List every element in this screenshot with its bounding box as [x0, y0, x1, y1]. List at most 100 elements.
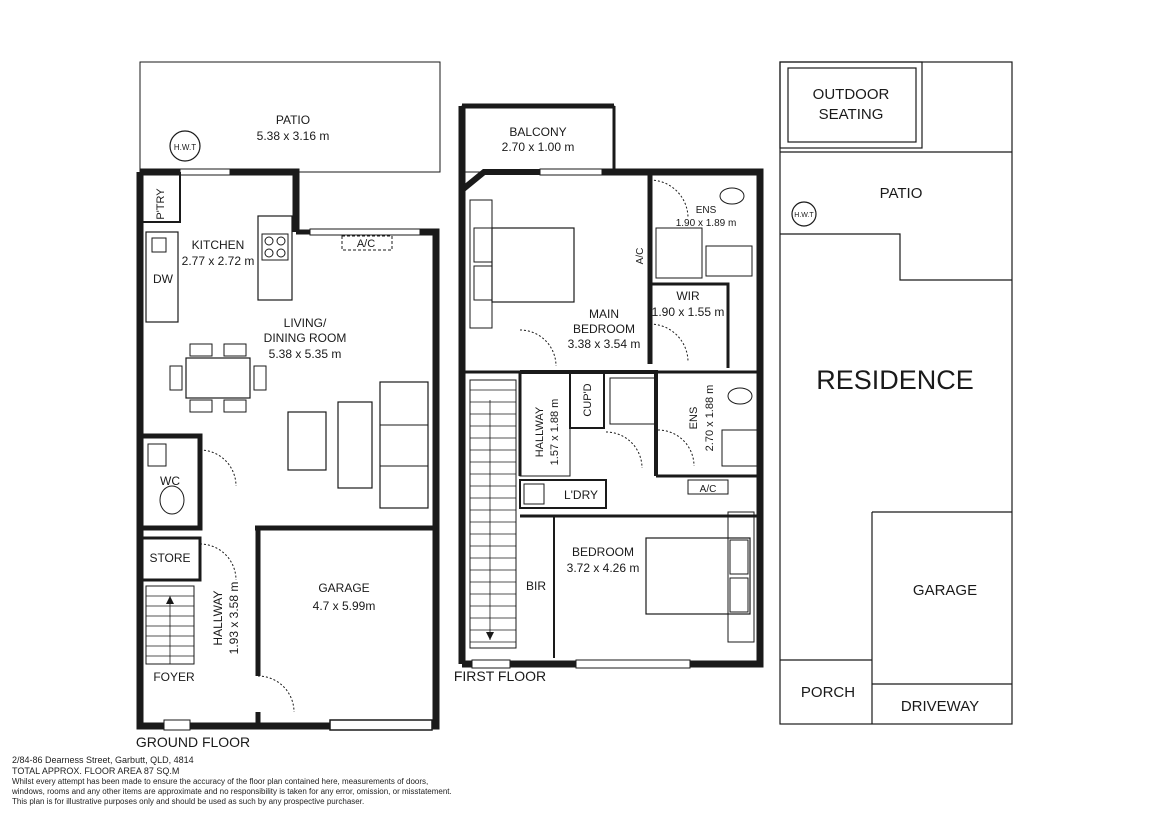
garage-door-swing: [257, 675, 295, 713]
living-label-1: LIVING/: [284, 316, 327, 330]
garage-label: GARAGE: [318, 581, 369, 595]
chair: [223, 399, 247, 413]
patio-size: 5.38 x 3.16 m: [257, 129, 330, 143]
site-garage-label: GARAGE: [913, 582, 977, 599]
disclaimer-line-1: Whilst every attempt has been made to en…: [12, 777, 429, 786]
front-door: [163, 719, 191, 731]
cupd-label: CUP'D: [582, 383, 594, 416]
patio-window: [179, 168, 231, 176]
ens2-size: 2.70 x 1.88 m: [704, 385, 716, 452]
burner: [276, 236, 286, 246]
ground-wall-left: [136, 172, 164, 730]
ac-unit: [341, 235, 393, 251]
bedroom-label: BEDROOM: [572, 545, 634, 559]
chair: [189, 343, 213, 357]
store-wall: [140, 536, 202, 582]
kitchen-size: 2.77 x 2.72 m: [182, 254, 255, 268]
cooktop: [261, 233, 289, 261]
wc-label: WC: [160, 474, 180, 488]
first-wall-top-left: [460, 169, 540, 193]
first-hallway-label: HALLWAY: [534, 406, 546, 457]
chair: [189, 399, 213, 413]
wir-wall: [650, 282, 730, 368]
burner: [264, 248, 274, 258]
ens2-label: ENS: [688, 407, 700, 430]
site-outdoor-label-1: OUTDOOR: [813, 86, 890, 103]
bedside: [727, 511, 755, 643]
toilet: [159, 485, 185, 515]
ens1-size: 1.90 x 1.89 m: [676, 218, 737, 229]
patio-boundary: [780, 233, 1012, 281]
coffee-table: [337, 401, 373, 489]
chair: [223, 343, 247, 357]
bedroom-window: [575, 659, 691, 669]
site-hwt-circle: [791, 201, 817, 227]
hwt-circle: [169, 130, 201, 162]
toilet: [727, 387, 753, 405]
balcony-size: 2.70 x 1.00 m: [502, 140, 575, 154]
kitchen-sink: [151, 237, 167, 253]
first-wall-outer: [602, 168, 764, 668]
site-porch-label: PORCH: [801, 684, 855, 701]
store-door-swing: [199, 543, 237, 581]
floor-area-text: TOTAL APPROX. FLOOR AREA 87 SQ.M: [12, 766, 180, 776]
foyer-label: FOYER: [153, 670, 195, 684]
ldry-label: L'DRY: [564, 488, 598, 502]
disclaimer-line-2: windows, rooms and any other items are a…: [12, 787, 452, 796]
wir-door-swing: [649, 323, 689, 363]
outdoor-seating-inner: [787, 67, 917, 143]
site-outdoor-label-2: SEATING: [819, 106, 884, 123]
living-label-2: DINING ROOM: [264, 331, 347, 345]
address-text: 2/84-86 Dearness Street, Garbutt, QLD, 4…: [12, 755, 194, 765]
disclaimer-line-3: This plan is for illustrative purposes o…: [12, 797, 365, 806]
main-bedroom-label-2: BEDROOM: [573, 322, 635, 336]
garage-wall-right: [432, 528, 440, 730]
armchair: [287, 411, 327, 471]
pantry-label: P'TRY: [155, 188, 167, 220]
vanity: [705, 245, 753, 277]
site-driveway-label: DRIVEWAY: [901, 698, 979, 715]
first-stairs: [469, 379, 517, 649]
wc-basin: [147, 443, 167, 467]
bedside: [469, 199, 493, 329]
ground-wall-top-mid: [230, 168, 300, 232]
main-bedroom-size: 3.38 x 3.54 m: [568, 337, 641, 351]
vanity: [721, 429, 759, 467]
ground-floor-plan: [136, 61, 441, 731]
shower: [655, 227, 703, 279]
ground-wall-right: [420, 228, 440, 528]
site-hwt-label: H.W.T: [794, 212, 814, 219]
hallway-label: HALLWAY: [211, 590, 225, 645]
ground-floor-title: GROUND FLOOR: [136, 734, 250, 750]
balcony-outline: [461, 105, 615, 173]
ens1-label: ENS: [696, 205, 717, 216]
wc-door-swing: [199, 449, 237, 487]
ac-label: A/C: [357, 238, 375, 250]
wir-label: WIR: [676, 289, 700, 303]
ldry: [519, 479, 607, 509]
chair: [169, 365, 183, 391]
ens1-door-swing: [649, 179, 689, 219]
site-residence-label: RESIDENCE: [816, 365, 974, 395]
outdoor-seating-area: [779, 61, 923, 149]
first-floor-plan: [458, 103, 764, 669]
kitchen-label: KITCHEN: [192, 238, 245, 252]
bedroom-size: 3.72 x 4.26 m: [567, 561, 640, 575]
garage-size: 4.7 x 5.99m: [313, 599, 376, 613]
site-patio-label: PATIO: [880, 185, 923, 202]
patio-label: PATIO: [276, 113, 310, 127]
wc-wall: [140, 433, 203, 531]
kitchen-bench-left: [145, 231, 179, 323]
ac2-label: A/C: [700, 484, 717, 495]
living-window: [309, 228, 421, 236]
main-bedroom-label-1: MAIN: [589, 307, 619, 321]
balcony-label: BALCONY: [509, 125, 566, 139]
cupd: [569, 371, 605, 429]
wir-size: 1.90 x 1.55 m: [652, 305, 725, 319]
sofa: [379, 381, 429, 509]
first-floor-title: FIRST FLOOR: [454, 668, 546, 684]
dw-label: DW: [153, 272, 174, 286]
toilet: [719, 187, 745, 205]
store-label: STORE: [149, 551, 190, 565]
